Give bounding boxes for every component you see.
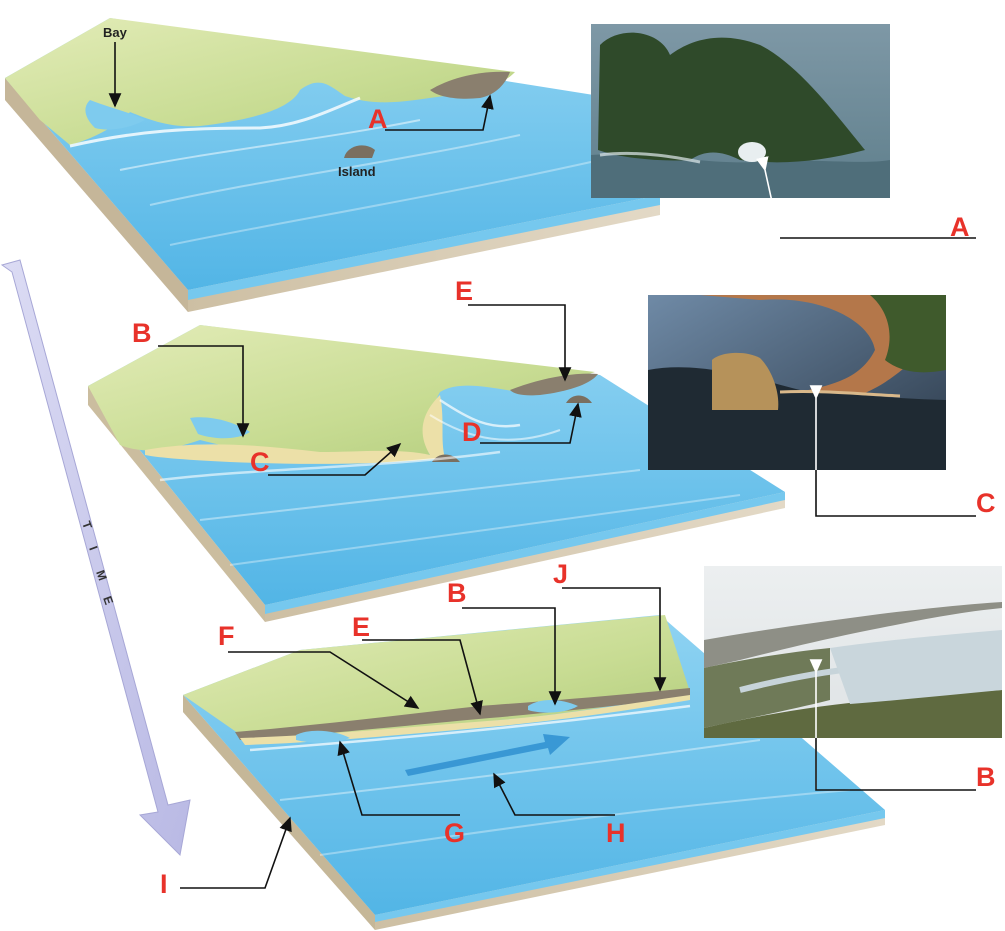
label-i-stage-3: I xyxy=(160,869,168,899)
bay-label: Bay xyxy=(103,25,128,40)
label-j-stage-3: J xyxy=(553,559,568,589)
leader-c-stage-2 xyxy=(268,442,402,476)
leader-h-stage-3 xyxy=(493,772,615,816)
label-e-stage-2: E xyxy=(455,276,473,306)
time-letter-m: M xyxy=(93,568,110,583)
leader-i-stage-3 xyxy=(180,816,292,889)
time-letter-e: E xyxy=(100,594,116,607)
photo-tombolo: C xyxy=(648,295,996,518)
label-h-stage-3: H xyxy=(606,818,626,848)
label-c-stage-2: C xyxy=(250,447,270,477)
leader-b-stage-2 xyxy=(158,345,250,438)
island-label: Island xyxy=(338,164,376,179)
photo2-label: C xyxy=(976,488,996,518)
leader-d-stage-2 xyxy=(480,402,582,444)
photo1-label: A xyxy=(950,212,970,242)
leader-e-stage-3 xyxy=(362,639,483,716)
label-b-stage-2: B xyxy=(132,318,152,348)
block-diagram-stage-2: B C D E xyxy=(88,276,785,622)
label-e-stage-3: E xyxy=(352,612,370,642)
photo3-label: B xyxy=(976,762,996,792)
leader-a-stage-1 xyxy=(385,94,494,131)
photo-spit: B xyxy=(704,566,1002,792)
leader-j-stage-3 xyxy=(562,587,667,692)
label-b-stage-3: B xyxy=(447,578,467,608)
time-letter-i: I xyxy=(86,544,101,553)
leader-b-stage-3 xyxy=(462,607,562,706)
leader-e-stage-2 xyxy=(468,304,572,382)
leader-g-stage-3 xyxy=(337,740,460,816)
block-diagram-stage-1: Bay Island A xyxy=(5,18,660,312)
label-f-stage-3: F xyxy=(218,621,235,651)
label-g-stage-3: G xyxy=(444,818,465,848)
land-stage-1 xyxy=(5,18,515,145)
label-a-stage-1: A xyxy=(368,104,388,134)
leader-f-stage-3 xyxy=(228,651,420,709)
label-d-stage-2: D xyxy=(462,417,482,447)
time-arrow: T I M E xyxy=(0,259,191,857)
photo-sea-arch: A xyxy=(591,24,976,242)
